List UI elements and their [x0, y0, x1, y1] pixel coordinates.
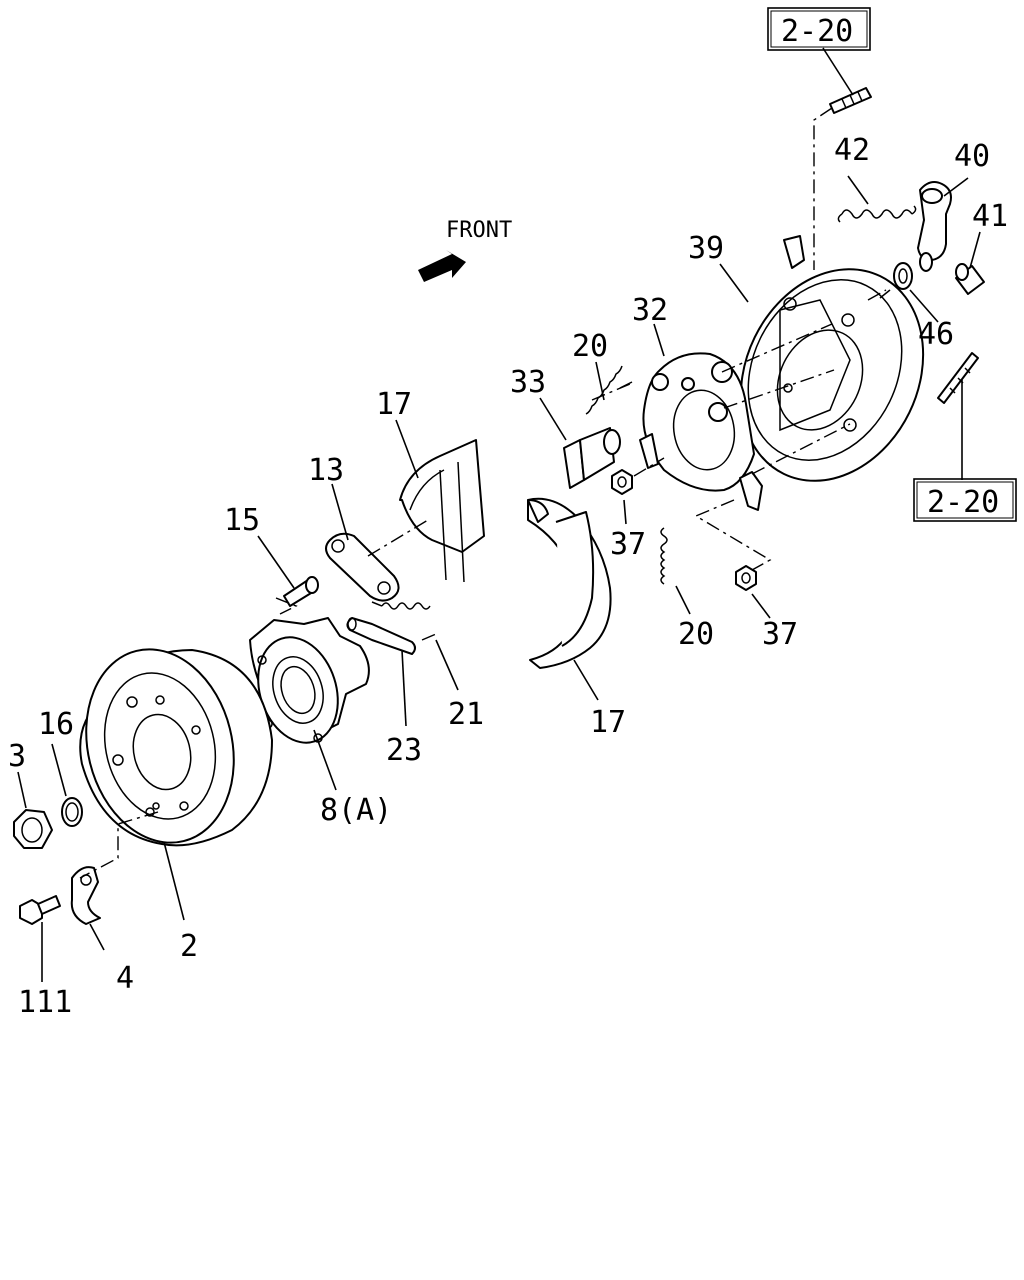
pin-23 — [346, 617, 416, 655]
callout-33: 33 — [510, 365, 546, 400]
pin-41 — [955, 263, 985, 295]
spring-20-upper — [585, 365, 633, 415]
callout-40: 40 — [954, 139, 990, 174]
callout-20-lower: 20 — [678, 617, 714, 652]
svg-text:2-20: 2-20 — [927, 485, 999, 520]
ref-box-right: 2-20 — [913, 478, 1017, 522]
callout-42: 42 — [834, 133, 870, 168]
brake-shoe-17-lower — [527, 497, 612, 669]
svg-text:2-20: 2-20 — [781, 14, 853, 49]
stud-bolt-right — [937, 352, 979, 480]
brake-drum-2 — [79, 648, 273, 847]
stud-bolt-top — [813, 47, 872, 270]
callout-46: 46 — [918, 317, 954, 352]
lever-40 — [917, 181, 952, 272]
hub-8a — [249, 617, 370, 744]
bolt-111 — [19, 895, 61, 925]
callout-111: 111 — [18, 985, 72, 1020]
front-arrow-icon — [418, 250, 466, 282]
callout-2: 2 — [180, 929, 198, 964]
spring-21 — [371, 601, 431, 610]
washer-46 — [893, 262, 913, 290]
callout-32: 32 — [632, 293, 668, 328]
anchor-plate-32 — [639, 352, 763, 511]
ref-box-top: 2-20 — [767, 7, 871, 51]
callout-37-upper: 37 — [610, 527, 646, 562]
callout-21: 21 — [448, 697, 484, 732]
callout-4: 4 — [116, 961, 134, 996]
leader-lines — [17, 175, 981, 982]
backing-plate-39 — [739, 235, 925, 482]
callout-37-lower: 37 — [762, 617, 798, 652]
callout-39: 39 — [688, 231, 724, 266]
brake-shoe-17-upper — [399, 439, 485, 583]
callout-labels: 2 3 4 8(A) 111 13 15 16 17 17 20 20 21 2… — [8, 133, 1008, 1020]
callout-20-upper: 20 — [572, 329, 608, 364]
callout-16: 16 — [38, 707, 74, 742]
spring-20-lower — [660, 527, 668, 585]
callout-41: 41 — [972, 199, 1008, 234]
spring-42 — [837, 205, 917, 223]
clip-4 — [70, 866, 101, 925]
link-13 — [325, 532, 400, 602]
callout-15: 15 — [224, 503, 260, 538]
front-label: FRONT — [446, 218, 512, 243]
block-33 — [563, 427, 621, 489]
nut-3 — [13, 809, 53, 849]
front-indicator: FRONT — [418, 218, 512, 282]
nut-37-lower — [735, 565, 757, 591]
callout-13: 13 — [308, 453, 344, 488]
ring-16 — [61, 797, 83, 827]
callout-8a: 8(A) — [320, 793, 392, 828]
callout-17-upper: 17 — [376, 387, 412, 422]
callout-23: 23 — [386, 733, 422, 768]
nut-37-upper — [611, 469, 633, 495]
callout-3: 3 — [8, 739, 26, 774]
callout-17-lower: 17 — [590, 705, 626, 740]
